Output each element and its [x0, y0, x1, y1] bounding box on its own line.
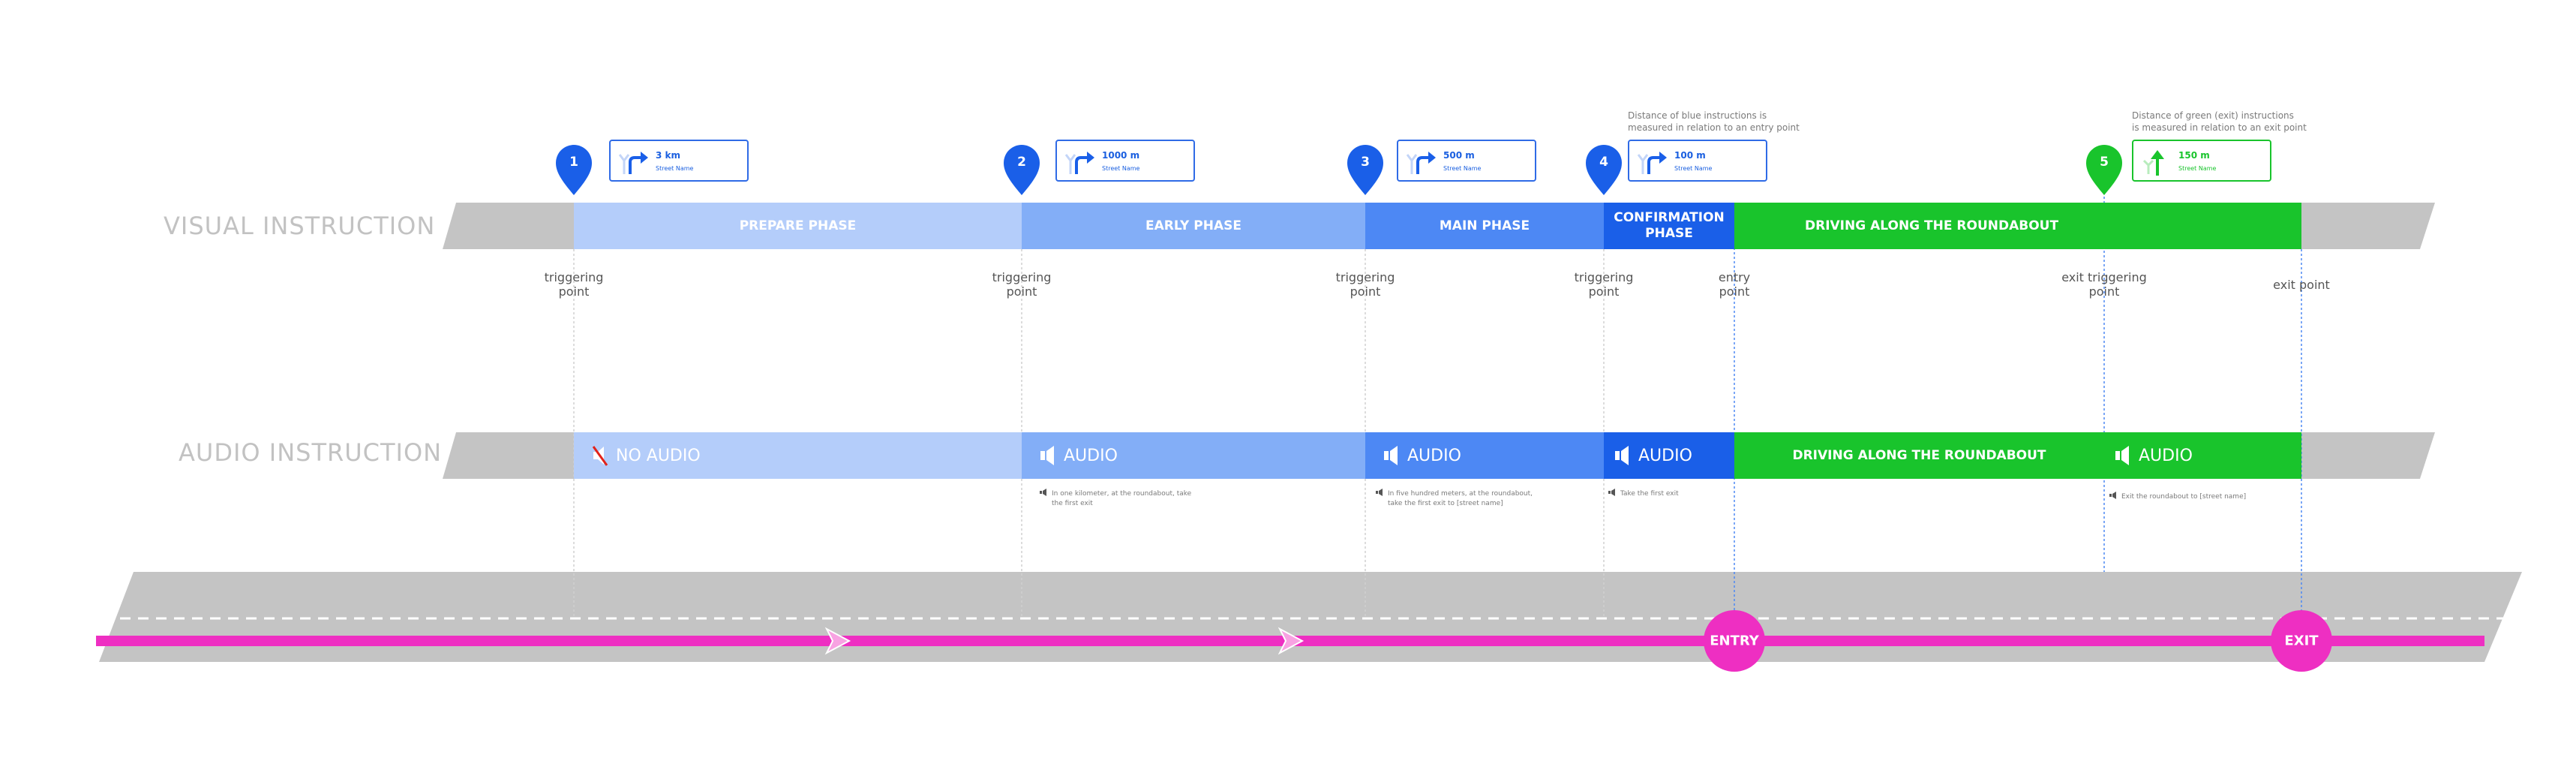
- turn-right-arrow-icon: [1406, 152, 1436, 174]
- audio-text-content: Exit the roundabout to [street name]: [2121, 493, 2247, 501]
- audio-text-line: Exit the roundabout to [street name]: [2109, 492, 2246, 502]
- audio-text-content: Take the first exit: [1620, 490, 1679, 498]
- pin-marker-5: [2086, 145, 2122, 195]
- pin-number-4: 4: [1599, 155, 1608, 170]
- entry-label: ENTRY: [1710, 633, 1759, 649]
- entry-circle: [1704, 610, 1765, 672]
- instruction-sign-5: 150 m Street Name: [2132, 140, 2271, 182]
- exit-circle: [2271, 610, 2332, 672]
- direction-arrow-icon: [824, 627, 851, 655]
- audio-text-early: In one kilometer, at the roundabout, tak…: [1040, 489, 1191, 509]
- speaker-icon: [1040, 446, 1054, 465]
- speaker-icon: [2115, 446, 2129, 465]
- audio-text-line: the first exit: [1052, 500, 1093, 507]
- direction-arrow-icon: [1277, 627, 1305, 655]
- audio-phase-exit: AUDIO: [2104, 432, 2301, 479]
- audio-text-line: take the first exit to [street name]: [1388, 500, 1503, 507]
- visual-phase-roundabout: DRIVING ALONG THE ROUNDABOUT: [1734, 203, 2301, 249]
- pin-marker-1: [556, 145, 592, 195]
- audio-instruction-label: AUDIO INSTRUCTION: [179, 438, 443, 467]
- triggering-point-label-1: triggering point: [544, 270, 604, 299]
- sign-distance: 3 km: [656, 150, 681, 161]
- sign-street-name: Street Name: [2178, 165, 2217, 172]
- pin-number-5: 5: [2100, 155, 2109, 170]
- sign-street-name: Street Name: [656, 165, 694, 172]
- speaker-icon: [2109, 492, 2116, 499]
- note-line: measured in relation to an entry point: [1628, 122, 1800, 133]
- triggering-point-label-2: triggering point: [992, 270, 1052, 299]
- audio-text-content: In five hundred meters, at the roundabou…: [1388, 490, 1533, 498]
- speaker-icon: [1615, 446, 1629, 465]
- audio-phase-roundabout: DRIVING ALONG THE ROUNDABOUT: [1734, 432, 2104, 479]
- turn-right-arrow-icon: [1064, 152, 1094, 174]
- turn-right-arrow-icon: [1637, 152, 1667, 174]
- audio-phase-confirmation: AUDIO: [1604, 432, 1734, 479]
- audio-phase-label: AUDIO: [2139, 446, 2193, 465]
- audio-text-main: In five hundred meters, at the roundabou…: [1376, 489, 1533, 509]
- sign-distance: 1000 m: [1102, 150, 1140, 161]
- green-distance-note: Distance of green (exit) instructions is…: [2132, 110, 2307, 134]
- audio-phase-none: NO AUDIO: [574, 432, 1022, 479]
- pin-number-2: 2: [1017, 155, 1026, 170]
- sign-distance: 100 m: [1674, 150, 1706, 161]
- sign-street-name: Street Name: [1443, 165, 1482, 172]
- audio-phase-label: AUDIO: [1638, 446, 1692, 465]
- visual-instruction-label: VISUAL INSTRUCTION: [164, 212, 436, 240]
- audio-phase-main: AUDIO: [1365, 432, 1604, 479]
- exit-label: EXIT: [2284, 633, 2319, 649]
- audio-phase-early: AUDIO: [1022, 432, 1365, 479]
- speaker-icon: [1376, 489, 1383, 496]
- blue-distance-note: Distance of blue instructions is measure…: [1628, 110, 1800, 134]
- sign-distance: 150 m: [2178, 150, 2210, 161]
- speaker-icon: [1608, 489, 1615, 496]
- triggering-point-label-3: triggering point: [1335, 270, 1395, 299]
- audio-phase-label: NO AUDIO: [616, 446, 701, 465]
- sign-distance: 500 m: [1443, 150, 1475, 161]
- sign-street-name: Street Name: [1674, 165, 1713, 172]
- speaker-icon: [1384, 446, 1398, 465]
- audio-text-line: In five hundred meters, at the roundabou…: [1376, 489, 1533, 499]
- turn-right-arrow-icon: [618, 152, 648, 174]
- sign-street-name: Street Name: [1102, 165, 1140, 172]
- exit-point-label: exit point: [2273, 278, 2330, 292]
- visual-phase-confirmation: CONFIRMATION PHASE: [1604, 203, 1734, 249]
- instruction-sign-1: 3 km Street Name: [609, 140, 749, 182]
- audio-phase-label: AUDIO: [1407, 446, 1461, 465]
- speaker-muted-icon: [592, 446, 608, 466]
- instruction-sign-3: 500 m Street Name: [1397, 140, 1536, 182]
- exit-triggering-point-label: exit triggering point: [2061, 270, 2147, 299]
- visual-phase-early: EARLY PHASE: [1022, 203, 1365, 249]
- pin-marker-3: [1347, 145, 1383, 195]
- triggering-point-label-4: triggering point: [1574, 270, 1634, 299]
- speaker-icon: [1040, 489, 1046, 496]
- pin-number-1: 1: [569, 155, 578, 170]
- instruction-sign-2: 1000 m Street Name: [1055, 140, 1195, 182]
- road-band: [99, 572, 2522, 662]
- pin-marker-4: [1586, 145, 1622, 195]
- note-line: is measured in relation to an exit point: [2132, 122, 2307, 133]
- visual-phase-main: MAIN PHASE: [1365, 203, 1604, 249]
- audio-text-exit: Exit the roundabout to [street name]: [2109, 492, 2246, 502]
- audio-text-confirmation: Take the first exit: [1608, 489, 1679, 499]
- straight-arrow-icon: [2142, 150, 2164, 176]
- note-line: Distance of blue instructions is: [1628, 110, 1767, 121]
- pin-marker-2: [1004, 145, 1040, 195]
- visual-phase-prepare: PREPARE PHASE: [574, 203, 1022, 249]
- entry-point-label: entry point: [1718, 270, 1751, 299]
- audio-text-line: Take the first exit: [1608, 489, 1679, 499]
- audio-text-line: In one kilometer, at the roundabout, tak…: [1040, 489, 1191, 499]
- instruction-sign-4: 100 m Street Name: [1628, 140, 1767, 182]
- audio-text-content: In one kilometer, at the roundabout, tak…: [1052, 490, 1192, 498]
- audio-phase-label: AUDIO: [1064, 446, 1118, 465]
- pin-number-3: 3: [1361, 155, 1370, 170]
- note-line: Distance of green (exit) instructions: [2132, 110, 2294, 121]
